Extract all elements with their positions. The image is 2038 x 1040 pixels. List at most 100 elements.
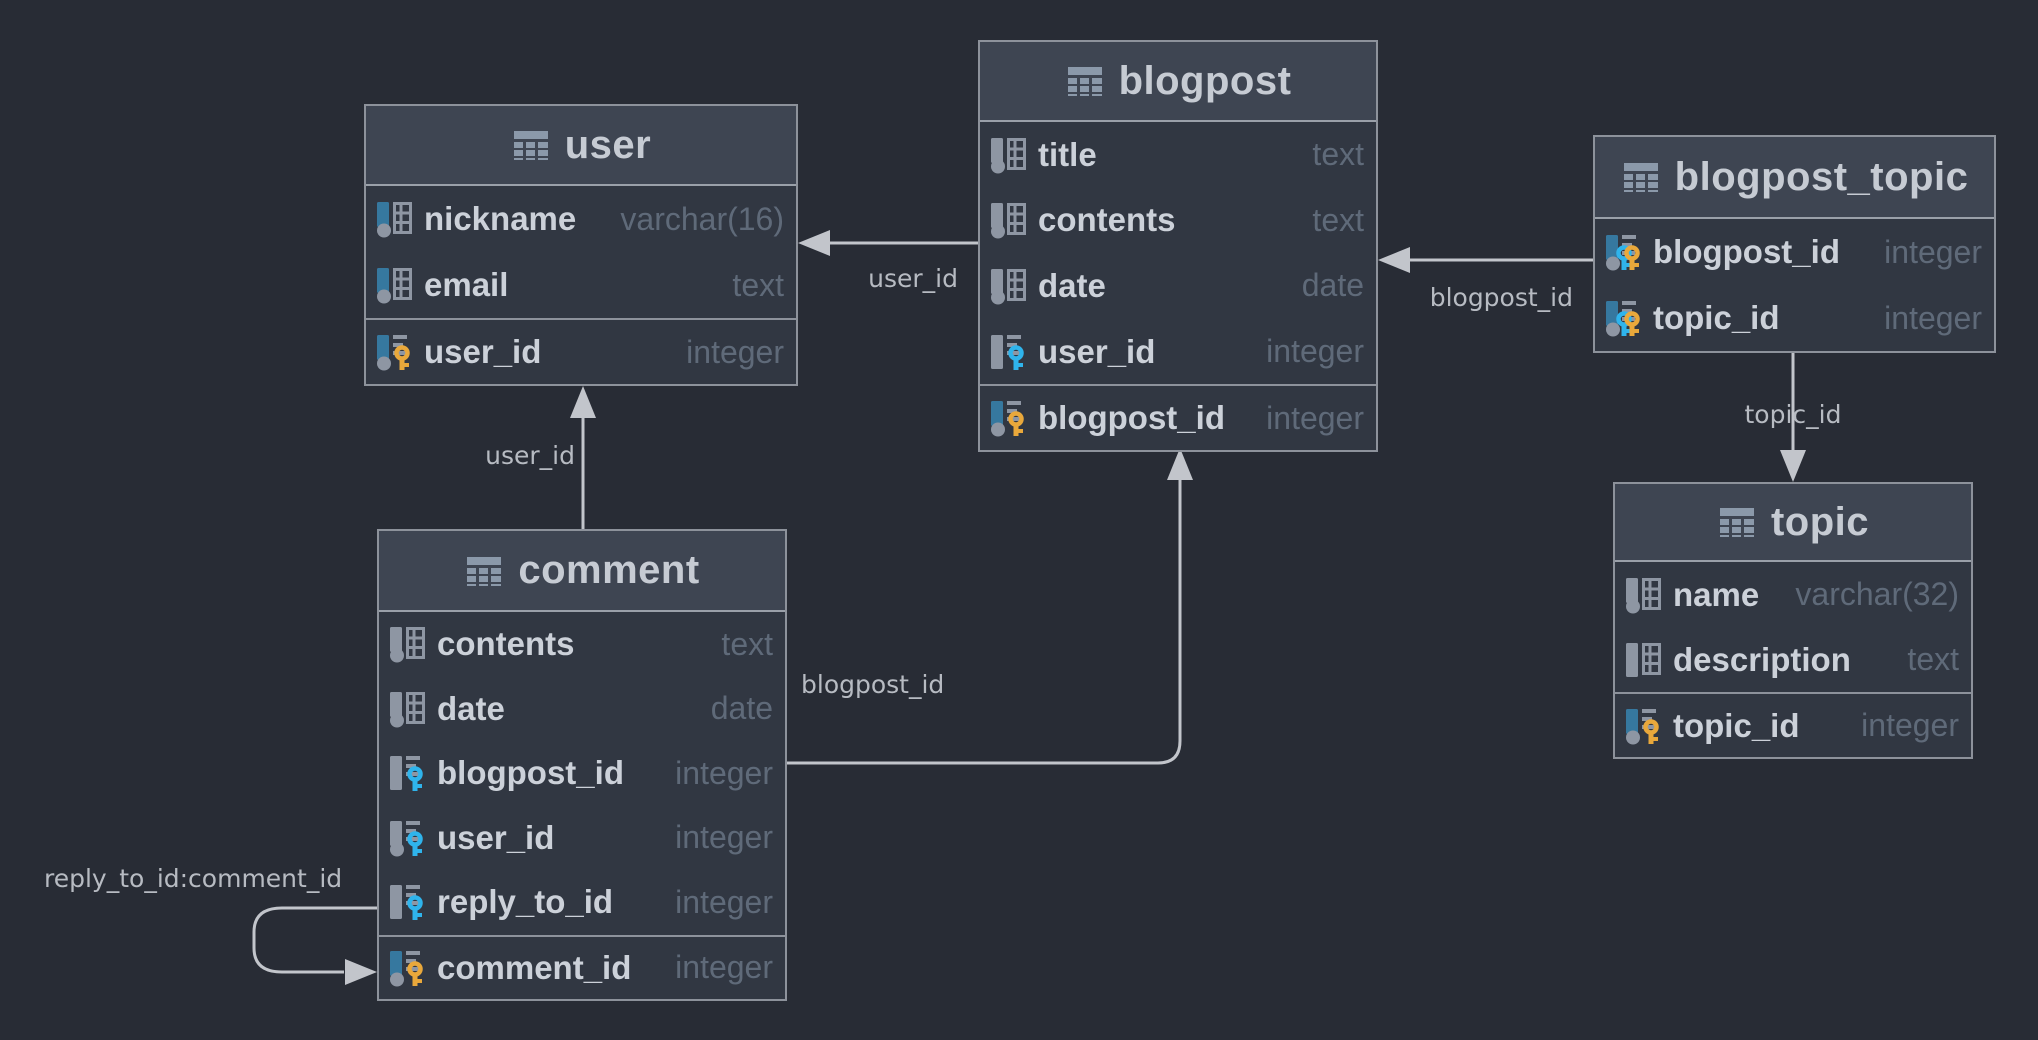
table-icon bbox=[1717, 502, 1757, 542]
column-name: name bbox=[1673, 575, 1760, 613]
column-row-blogpost-title[interactable]: title text bbox=[980, 122, 1376, 188]
column-name: email bbox=[424, 266, 509, 303]
column-type: integer bbox=[675, 949, 773, 986]
column-row-blogpost_topic-blogpost_id[interactable]: blogpost_id integer bbox=[1595, 219, 1994, 285]
column-name: blogpost_id bbox=[437, 754, 624, 792]
column-row-comment-comment_id[interactable]: comment_id integer bbox=[379, 934, 785, 1000]
table-title: blogpost_topic bbox=[1674, 154, 1969, 199]
relationship-edge-blogpost_topic-topic[interactable] bbox=[1780, 347, 1806, 482]
table-user-header[interactable]: user bbox=[366, 106, 796, 186]
table-icon bbox=[1621, 157, 1661, 197]
table-icon bbox=[464, 551, 504, 591]
column-type: text bbox=[1907, 641, 1959, 677]
primary-foreign-key-icon bbox=[1605, 298, 1643, 338]
column-icon bbox=[990, 135, 1028, 175]
primary-key-icon bbox=[389, 948, 427, 988]
column-row-blogpost-user_id[interactable]: user_id integer bbox=[980, 319, 1376, 385]
column-name: date bbox=[1038, 266, 1106, 304]
column-name: comment_id bbox=[437, 948, 632, 986]
column-name: title bbox=[1038, 135, 1097, 173]
column-icon bbox=[1625, 640, 1663, 680]
table-title: blogpost bbox=[1118, 58, 1292, 103]
column-row-topic-topic_id[interactable]: topic_id integer bbox=[1615, 692, 1971, 757]
table-blogpost-header[interactable]: blogpost bbox=[980, 42, 1376, 122]
foreign-key-icon bbox=[389, 882, 427, 922]
column-icon bbox=[990, 266, 1028, 306]
edge-label-blogposttopic-topic: topic_id bbox=[1744, 400, 1842, 429]
edge-label-comment-user: user_id bbox=[485, 441, 575, 470]
column-type: integer bbox=[1266, 399, 1364, 436]
column-type: text bbox=[732, 266, 784, 303]
column-type: integer bbox=[675, 819, 773, 856]
table-title: user bbox=[564, 122, 652, 167]
column-type: integer bbox=[1884, 299, 1982, 336]
column-name: date bbox=[437, 689, 505, 727]
table-icon bbox=[1065, 61, 1105, 101]
relationship-edge-blogpost-user[interactable] bbox=[798, 230, 978, 256]
column-name: blogpost_id bbox=[1038, 399, 1225, 437]
relationship-edge-comment-comment[interactable] bbox=[252, 906, 377, 985]
column-type: integer bbox=[1884, 233, 1982, 270]
column-name: nickname bbox=[424, 200, 577, 237]
table-comment-header[interactable]: comment bbox=[379, 531, 785, 612]
column-name: contents bbox=[437, 625, 575, 663]
table-title: comment bbox=[518, 548, 700, 592]
column-name: user_id bbox=[424, 333, 542, 370]
column-type: varchar(32) bbox=[1795, 576, 1959, 612]
column-icon bbox=[990, 200, 1028, 240]
table-topic-header[interactable]: topic bbox=[1615, 484, 1971, 562]
column-type: integer bbox=[1266, 333, 1364, 370]
column-type: integer bbox=[1861, 707, 1959, 743]
column-row-comment-date[interactable]: date date bbox=[379, 677, 785, 742]
column-row-comment-contents[interactable]: contents text bbox=[379, 612, 785, 677]
column-type: integer bbox=[686, 333, 784, 370]
column-type: integer bbox=[675, 883, 773, 920]
table-topic[interactable]: topic name varchar(32) description text topic… bbox=[1613, 482, 1973, 759]
relationship-edge-comment-blogpost[interactable] bbox=[787, 448, 1193, 765]
column-name: user_id bbox=[1038, 332, 1156, 370]
column-row-user-user_id[interactable]: user_id integer bbox=[366, 318, 796, 384]
column-icon bbox=[1625, 575, 1663, 615]
column-name: user_id bbox=[437, 818, 555, 856]
relationship-edge-blogpost_topic-blogpost[interactable] bbox=[1378, 247, 1593, 273]
primary-foreign-key-icon bbox=[1605, 232, 1643, 272]
column-name: reply_to_id bbox=[437, 883, 614, 921]
edge-label-blogposttopic-blogpost: blogpost_id bbox=[1429, 283, 1573, 312]
column-row-topic-description[interactable]: description text bbox=[1615, 627, 1971, 692]
column-row-user-email[interactable]: email text bbox=[366, 252, 796, 318]
column-type: text bbox=[1312, 201, 1364, 238]
column-row-topic-name[interactable]: name varchar(32) bbox=[1615, 562, 1971, 627]
foreign-key-icon bbox=[990, 332, 1028, 372]
column-icon bbox=[389, 689, 427, 729]
column-type: text bbox=[721, 625, 773, 662]
edge-label-comment-selfref: reply_to_id:comment_id bbox=[44, 864, 343, 893]
relationship-edge-comment-user[interactable] bbox=[570, 386, 596, 529]
edge-label-comment-blogpost: blogpost_id bbox=[801, 670, 945, 699]
column-row-comment-reply_to_id[interactable]: reply_to_id integer bbox=[379, 870, 785, 935]
column-name: description bbox=[1673, 640, 1851, 678]
primary-key-icon bbox=[376, 332, 414, 372]
column-name: blogpost_id bbox=[1653, 233, 1840, 270]
table-title: topic bbox=[1770, 499, 1870, 544]
column-type: date bbox=[710, 690, 773, 727]
column-type: date bbox=[1301, 267, 1364, 304]
table-blogpost_topic-header[interactable]: blogpost_topic bbox=[1595, 137, 1994, 219]
column-type: text bbox=[1312, 136, 1364, 173]
foreign-key-icon bbox=[389, 818, 427, 858]
column-row-blogpost-date[interactable]: date date bbox=[980, 253, 1376, 319]
column-name: topic_id bbox=[1673, 706, 1800, 744]
column-icon bbox=[376, 265, 414, 305]
edge-label-blogpost-user: user_id bbox=[868, 264, 958, 293]
column-row-blogpost-blogpost_id[interactable]: blogpost_id integer bbox=[980, 384, 1376, 450]
primary-key-icon bbox=[1625, 706, 1663, 746]
column-row-comment-user_id[interactable]: user_id integer bbox=[379, 806, 785, 871]
